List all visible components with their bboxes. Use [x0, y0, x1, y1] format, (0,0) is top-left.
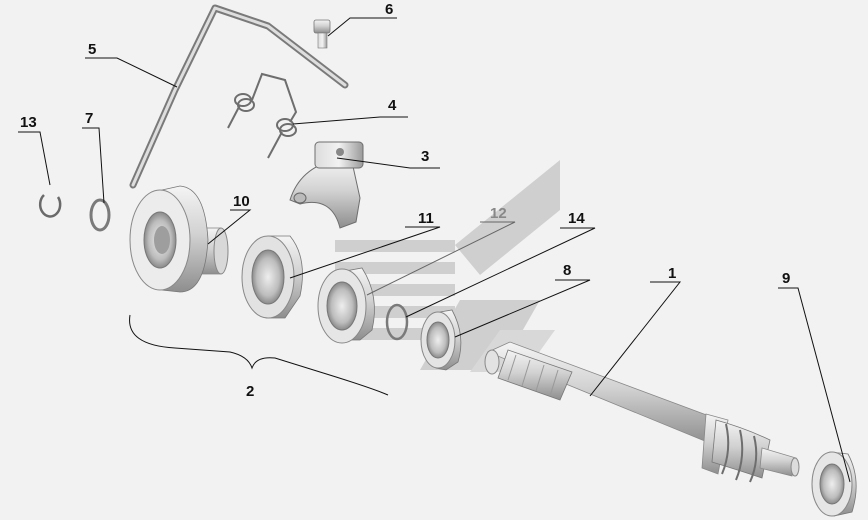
part-shaft	[484, 341, 800, 483]
callout-label-5: 5	[88, 41, 96, 58]
callout-label-12: 12	[490, 205, 507, 222]
part-rod	[129, 4, 349, 189]
callout-label-7: 7	[85, 110, 93, 127]
part-shift-fork	[289, 141, 364, 229]
callout-label-6: 6	[385, 1, 393, 18]
part-bushing	[317, 267, 375, 344]
callout-label-13: 14	[568, 210, 585, 227]
part-circlip	[38, 194, 62, 218]
part-sync-ring	[241, 235, 303, 319]
group-bracket	[129, 314, 389, 396]
part-bolt	[313, 19, 331, 49]
part-short-bushing	[420, 309, 462, 371]
part-ring-7	[89, 198, 111, 232]
callout-label-10: 10	[233, 193, 250, 210]
leader-lines	[18, 17, 851, 483]
callout-label-1: 1	[668, 265, 676, 282]
callout-label-8: 8	[563, 262, 571, 279]
callout-label-14: 13	[20, 114, 37, 131]
callout-label-9: 9	[782, 270, 790, 287]
callout-label-2: 2	[246, 383, 254, 400]
callout-label-3: 3	[421, 148, 429, 165]
callout-label-4: 4	[388, 97, 397, 114]
callout-label-11: 11	[418, 210, 434, 227]
part-gear-hub	[129, 185, 229, 293]
part-spring	[227, 72, 298, 159]
part-bearing	[811, 451, 857, 517]
part-snap-ring	[385, 303, 409, 341]
